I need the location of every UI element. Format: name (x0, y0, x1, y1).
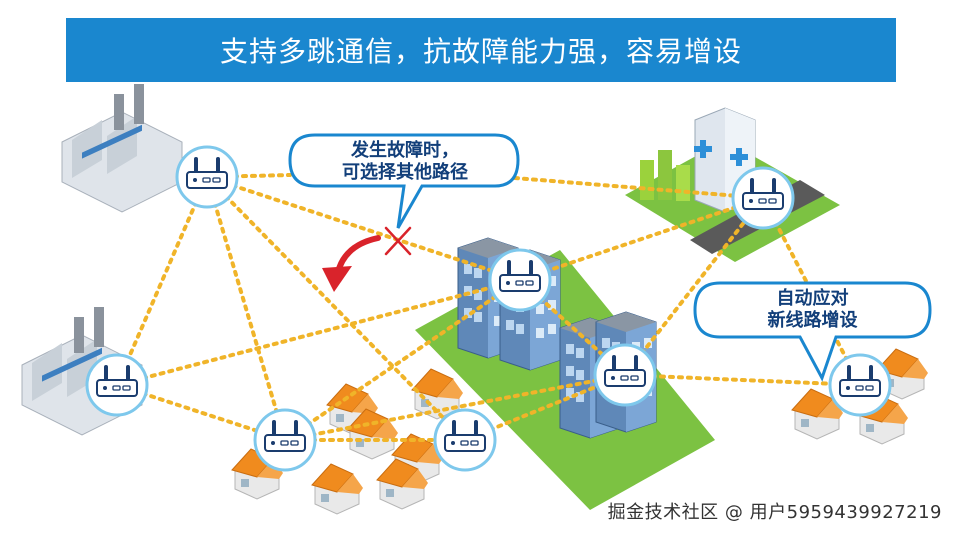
router-icon (175, 145, 239, 209)
fault-cross-icon (384, 226, 412, 256)
house-icon (311, 463, 364, 515)
router-icon (85, 353, 149, 417)
router-icon (488, 248, 552, 312)
failure-callout (288, 133, 520, 229)
router-icon (828, 353, 892, 417)
watermark: 掘金技术社区 @ 用户5959439927219 (607, 502, 942, 523)
router-icon (253, 408, 317, 472)
addition-callout (693, 281, 932, 382)
addition-callout-text: 自动应对 新线路增设 (705, 288, 920, 332)
title-banner: 支持多跳通信，抗故障能力强，容易增设 (66, 18, 896, 82)
router-icon (433, 408, 497, 472)
banner-title: 支持多跳通信，抗故障能力强，容易增设 (219, 35, 742, 68)
failure-callout-line2: 可选择其他路径 (342, 162, 468, 183)
failure-callout-text: 发生故障时， 可选择其他路径 (300, 140, 510, 184)
router-icon (731, 166, 795, 230)
mesh-links (115, 173, 862, 442)
reroute-arrow-icon (322, 235, 381, 292)
addition-callout-line1: 自动应对 (776, 288, 849, 309)
router-icon (593, 343, 657, 407)
factory-icon (61, 83, 183, 213)
addition-callout-line2: 新线路增设 (767, 310, 858, 331)
failure-callout-line1: 发生故障时， (351, 140, 459, 161)
